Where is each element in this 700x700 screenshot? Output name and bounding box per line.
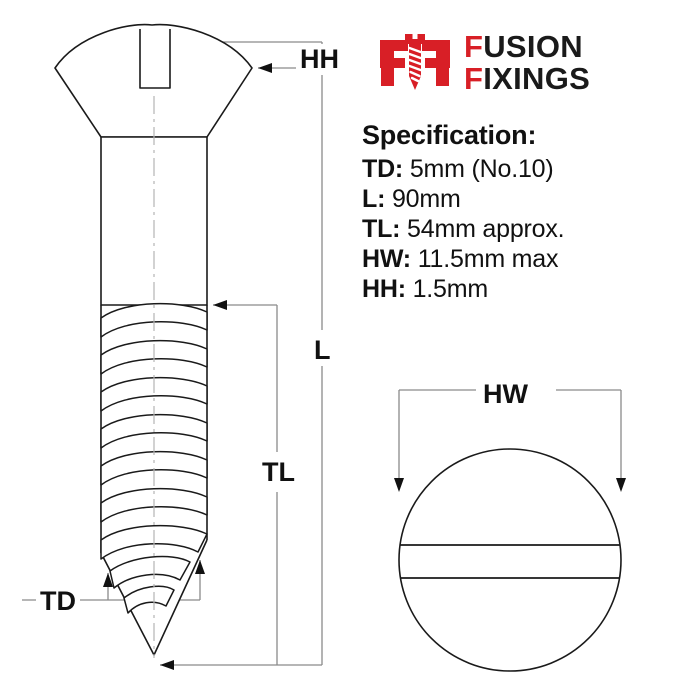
hw-arrowheads xyxy=(394,478,626,492)
dimension-label-hh: HH xyxy=(296,44,343,75)
spec-value-td: 5mm (No.10) xyxy=(409,155,554,183)
screw-head-top-view xyxy=(394,389,626,672)
dimension-label-hw: HW xyxy=(479,379,532,410)
spec-value-l: 90mm xyxy=(391,185,461,213)
head-circle xyxy=(398,448,622,672)
hw-dimension-lines xyxy=(398,389,622,486)
spec-row-tl: TL: 54mm approx. xyxy=(362,215,692,244)
spec-row-l: L: 90mm xyxy=(362,185,692,214)
brand-logo: FUSION FIXINGS xyxy=(378,28,590,98)
spec-value-tl: 54mm approx. xyxy=(407,215,565,243)
spec-key-hw: HW: xyxy=(362,245,411,273)
spec-key-tl: TL: xyxy=(362,215,401,243)
brand-line-2: FIXINGS xyxy=(464,61,591,96)
dimension-label-td: TD xyxy=(36,586,80,617)
dimension-arrowheads xyxy=(103,37,272,670)
dimension-label-l: L xyxy=(310,335,335,366)
spec-value-hh: 1.5mm xyxy=(412,275,489,303)
spec-value-hw: 11.5mm max xyxy=(417,245,559,273)
specification-block: Specification: TD: 5mm (No.10) L: 90mm T… xyxy=(362,120,692,305)
brand-wordmark: FUSION FIXINGS xyxy=(464,31,590,94)
spec-key-td: TD: xyxy=(362,155,404,183)
spec-key-l: L: xyxy=(362,185,386,213)
specification-heading: Specification: xyxy=(362,120,537,150)
dimension-lines xyxy=(22,41,323,666)
fusion-fixings-screw-logo-icon xyxy=(380,34,450,90)
brand-line-1: FUSION xyxy=(464,29,583,65)
spec-key-hh: HH: xyxy=(362,275,406,303)
spec-row-hh: HH: 1.5mm xyxy=(362,275,692,304)
spec-row-hw: HW: 11.5mm max xyxy=(362,245,692,274)
spec-row-td: TD: 5mm (No.10) xyxy=(362,155,692,184)
dimension-label-tl: TL xyxy=(258,457,299,488)
